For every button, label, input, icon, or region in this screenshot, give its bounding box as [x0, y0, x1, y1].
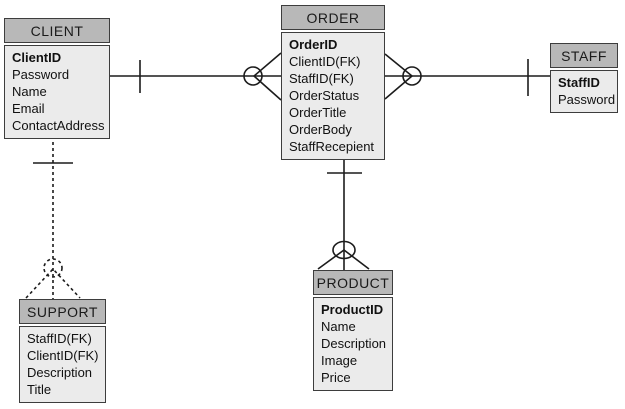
field-clientid-fk: ClientID(FK): [27, 348, 99, 363]
entity-client: CLIENT ClientID Password Name Email Cont…: [4, 18, 110, 139]
field-email: Email: [12, 101, 45, 116]
relationship-client-support: [25, 130, 81, 299]
entity-client-title: CLIENT: [4, 18, 110, 43]
entity-order-title: ORDER: [281, 5, 385, 30]
crow-foot-many-icon: [25, 267, 81, 299]
field-price: Price: [321, 370, 351, 385]
entity-client-fields: ClientID Password Name Email ContactAddr…: [4, 45, 110, 139]
field-staffid-fk: StaffID(FK): [289, 71, 354, 86]
field-password: Password: [558, 92, 616, 107]
field-staffrecepient: StaffRecepient: [289, 139, 375, 154]
field-ordertitle: OrderTitle: [289, 105, 347, 120]
field-orderstatus: OrderStatus: [289, 88, 360, 103]
field-contactaddress: ContactAddress: [12, 118, 105, 133]
entity-product: PRODUCT ProductID Name Description Image…: [313, 270, 393, 391]
field-orderbody: OrderBody: [289, 122, 352, 137]
field-name: Name: [321, 319, 356, 334]
cardinality-zero-circle: [332, 240, 356, 260]
relationship-client-order: [110, 52, 282, 101]
field-staffid-fk: StaffID(FK): [27, 331, 92, 346]
entity-order-fields: OrderID ClientID(FK) StaffID(FK) OrderSt…: [281, 32, 385, 160]
field-name: Name: [12, 84, 47, 99]
entity-support-fields: StaffID(FK) ClientID(FK) Description Tit…: [19, 326, 106, 403]
field-description: Description: [27, 365, 93, 380]
field-clientid-fk: ClientID(FK): [289, 54, 361, 69]
field-description: Description: [321, 336, 387, 351]
field-orderid: OrderID: [289, 37, 338, 52]
relationship-order-staff: [384, 53, 550, 100]
entity-staff-title: STAFF: [550, 43, 618, 68]
entity-product-title: PRODUCT: [313, 270, 393, 295]
entity-staff: STAFF StaffID Password: [550, 43, 618, 113]
relationship-order-product: [317, 152, 370, 270]
crow-foot-many-icon: [384, 53, 414, 100]
crow-foot-many-icon: [252, 52, 282, 101]
entity-support-title: SUPPORT: [19, 299, 106, 324]
entity-staff-fields: StaffID Password: [550, 70, 618, 113]
entity-product-fields: ProductID Name Description Image Price: [313, 297, 393, 391]
field-productid: ProductID: [321, 302, 384, 317]
entity-support: SUPPORT StaffID(FK) ClientID(FK) Descrip…: [19, 299, 106, 403]
field-password: Password: [12, 67, 70, 82]
cardinality-zero-circle: [243, 66, 263, 86]
cardinality-zero-circle: [402, 66, 422, 86]
field-image: Image: [321, 353, 358, 368]
cardinality-zero-circle: [43, 258, 63, 278]
field-clientid: ClientID: [12, 50, 62, 65]
entity-order: ORDER OrderID ClientID(FK) StaffID(FK) O…: [281, 5, 385, 160]
field-staffid: StaffID: [558, 75, 600, 90]
crow-foot-many-icon: [317, 249, 370, 270]
field-title: Title: [27, 382, 52, 397]
